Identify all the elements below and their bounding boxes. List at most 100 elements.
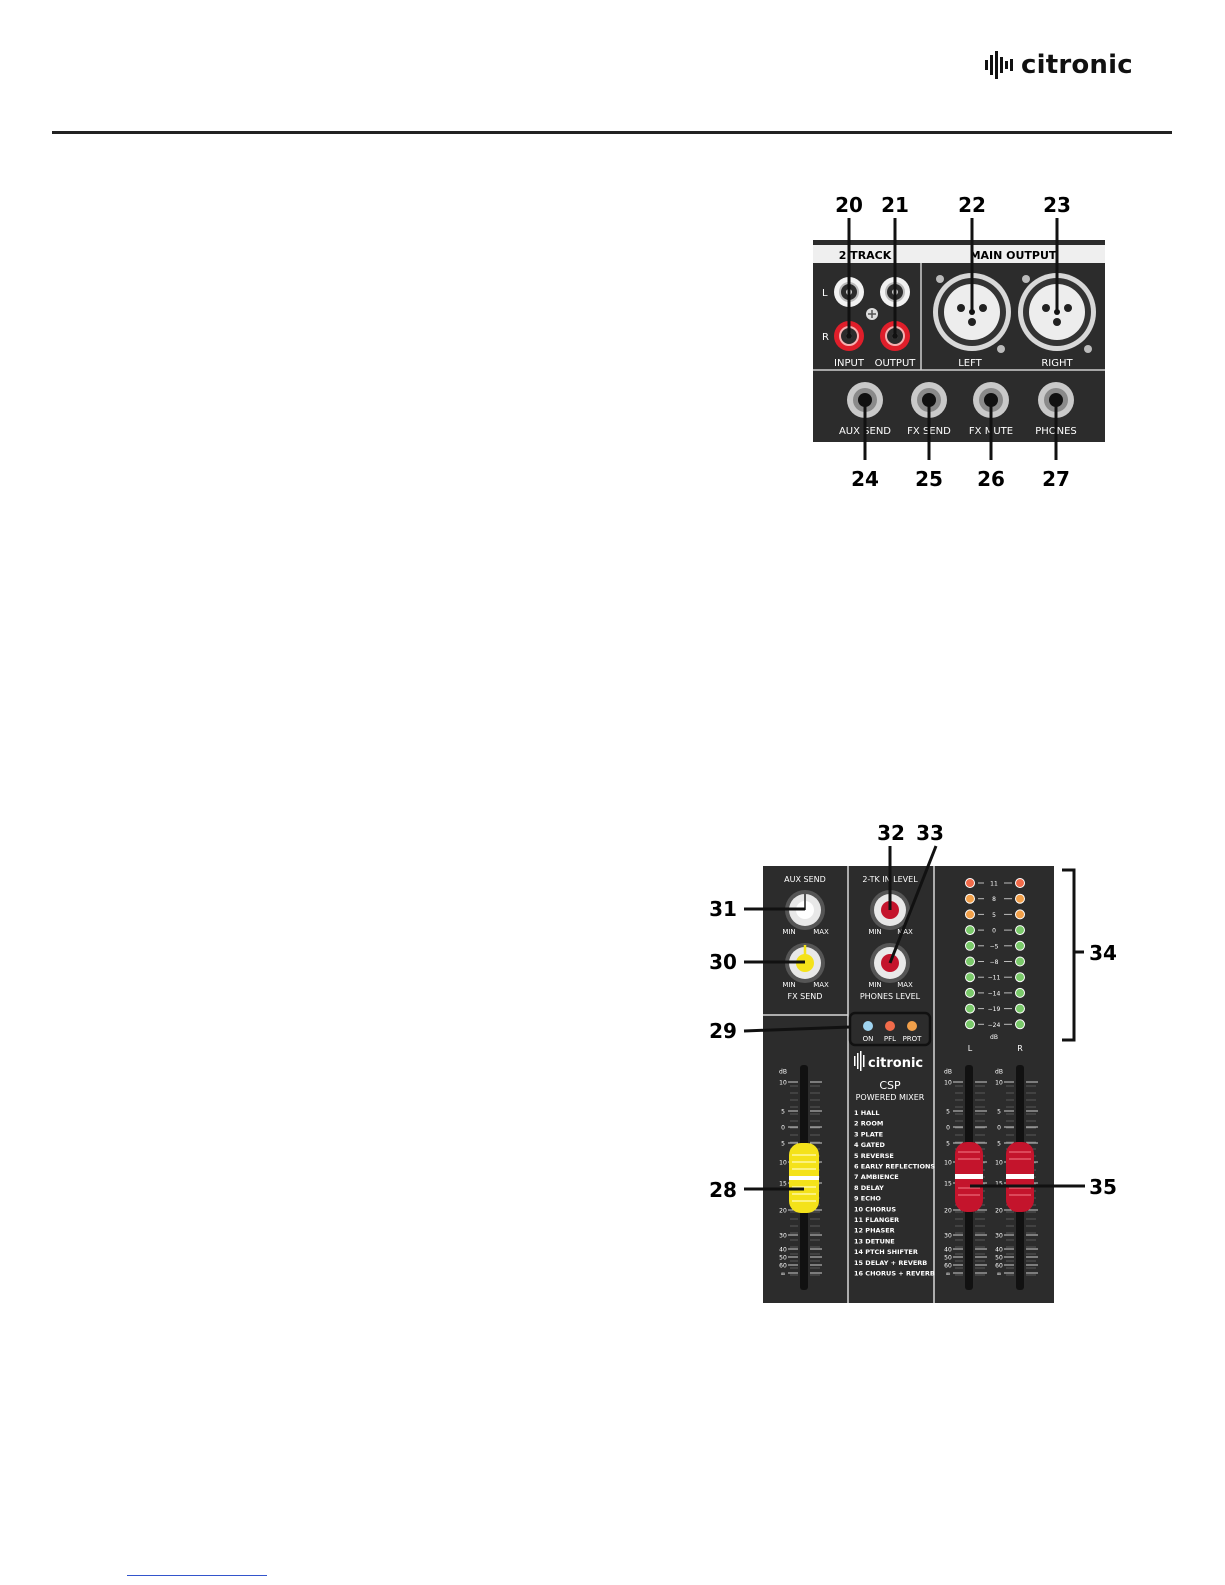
effect-item: 7 AMBIENCE	[854, 1173, 899, 1181]
fader-scale-label: 60	[995, 1263, 1003, 1270]
callout-30: 30	[709, 950, 737, 974]
meter-scale-label: −5	[990, 943, 999, 950]
aux-send-knob-label: AUX SEND	[784, 875, 826, 884]
rca-input-label: INPUT	[834, 358, 865, 369]
on-led-label: ON	[863, 1035, 874, 1043]
fader-scale-label: 0	[781, 1125, 785, 1132]
callout-35: 35	[1089, 1175, 1117, 1199]
meter-led-left	[965, 1003, 975, 1014]
footer-link-underline[interactable]	[127, 1575, 267, 1576]
callout-23: 23	[1043, 193, 1071, 217]
meter-led-right	[1015, 925, 1025, 936]
callout-24: 24	[851, 467, 879, 491]
waveform-icon	[985, 51, 1013, 79]
fader-scale-label: 20	[944, 1208, 952, 1215]
effect-item: 5 REVERSE	[854, 1152, 894, 1160]
effect-item: 13 DETUNE	[854, 1237, 895, 1245]
connection-panel-figure: 20 21 22 23 2 TRACK MAIN OUTPUT L R INPU…	[813, 193, 1105, 491]
fader-scale-label: 30	[779, 1233, 787, 1240]
meter-led-right	[1015, 972, 1025, 983]
meter-led-left	[965, 987, 975, 998]
phones-level-label: PHONES LEVEL	[860, 992, 921, 1001]
mixer-brand-name: citronic	[868, 1056, 923, 1071]
xlr-left-label: LEFT	[958, 358, 982, 369]
meter-led-left	[965, 1019, 975, 1030]
meter-led-right	[1015, 893, 1025, 904]
meter-scale-label: 11	[990, 881, 998, 888]
pfl-led	[885, 1021, 895, 1031]
rca-l-label: L	[822, 288, 828, 299]
fader-scale-label: 5	[781, 1141, 785, 1148]
fader-scale-label: 15	[944, 1181, 952, 1188]
aux-send-max: MAX	[813, 928, 829, 936]
model-subtitle: POWERED MIXER	[856, 1093, 925, 1102]
header-rule	[52, 131, 1172, 134]
meter-led-right	[1015, 1003, 1025, 1014]
fader-scale-label: ∞	[946, 1271, 951, 1278]
prot-led	[907, 1021, 917, 1031]
callout-26: 26	[977, 467, 1005, 491]
fader-scale-label: 10	[995, 1080, 1003, 1087]
effect-item: 11 FLANGER	[854, 1216, 899, 1224]
meter-led-left	[965, 893, 975, 904]
meter-led-left	[965, 940, 975, 951]
meter-led-left	[965, 878, 975, 888]
fx-send-min: MIN	[782, 981, 795, 989]
main-right-fader[interactable]	[1006, 1142, 1034, 1212]
two-track-label: 2 TRACK	[839, 249, 892, 262]
two-tk-min: MIN	[868, 928, 881, 936]
pfl-led-label: PFL	[884, 1035, 896, 1043]
two-tk-max: MAX	[897, 928, 913, 936]
phones-min: MIN	[868, 981, 881, 989]
fader-scale-label: dB	[995, 1069, 1003, 1076]
callout-27: 27	[1042, 467, 1070, 491]
meter-led-right	[1015, 1019, 1025, 1030]
main-output-label: MAIN OUTPUT	[970, 249, 1057, 262]
effect-item: 9 ECHO	[854, 1195, 881, 1203]
effect-item: 16 CHORUS + REVERB	[854, 1270, 935, 1278]
fader-scale-label: 40	[944, 1247, 952, 1254]
main-left-fader[interactable]	[955, 1142, 983, 1212]
fader-scale-label: 5	[997, 1141, 1001, 1148]
meter-scale-label: 5	[992, 912, 996, 919]
meter-led-left	[965, 925, 975, 936]
rca-r-label: R	[822, 332, 829, 343]
callout-21: 21	[881, 193, 909, 217]
effect-item: 12 PHASER	[854, 1227, 895, 1235]
meter-scale-label: −14	[988, 990, 1001, 997]
fader-scale-label: 0	[946, 1125, 950, 1132]
meter-led-right	[1015, 956, 1025, 967]
fader-scale-label: ∞	[997, 1271, 1002, 1278]
callout-29: 29	[709, 1019, 737, 1043]
fader-scale-label: 10	[779, 1160, 787, 1167]
fader-scale-label: 0	[997, 1125, 1001, 1132]
effect-item: 8 DELAY	[854, 1184, 884, 1192]
mixer-brand-logo: citronic	[854, 1051, 923, 1071]
callout-32: 32	[877, 821, 905, 845]
fader-scale-label: 10	[944, 1160, 952, 1167]
fader-scale-label: dB	[944, 1069, 952, 1076]
screw-icon	[866, 308, 878, 320]
callout-20: 20	[835, 193, 863, 217]
meter-led-left	[965, 909, 975, 920]
meter-unit: dB	[990, 1034, 998, 1041]
effect-item: 2 ROOM	[854, 1120, 883, 1128]
fx-return-fader[interactable]	[789, 1143, 819, 1213]
meter-scale-label: −11	[988, 975, 1001, 982]
meter-scale-label: 8	[992, 896, 996, 903]
fader-scale-label: 50	[944, 1255, 952, 1262]
effect-item: 1 HALL	[854, 1109, 880, 1117]
fader-scale-label: dB	[779, 1069, 787, 1076]
meter-led-right	[1015, 909, 1025, 920]
callout-28: 28	[709, 1178, 737, 1202]
model-name: CSP	[879, 1079, 901, 1092]
xlr-right-label: RIGHT	[1041, 358, 1073, 369]
prot-led-label: PROT	[903, 1035, 923, 1043]
meter-scale-label: −8	[990, 959, 999, 966]
fader-scale-label: 30	[944, 1233, 952, 1240]
brand-logo: citronic	[985, 50, 1133, 80]
fader-scale-label: 60	[779, 1263, 787, 1270]
callout-25: 25	[915, 467, 943, 491]
